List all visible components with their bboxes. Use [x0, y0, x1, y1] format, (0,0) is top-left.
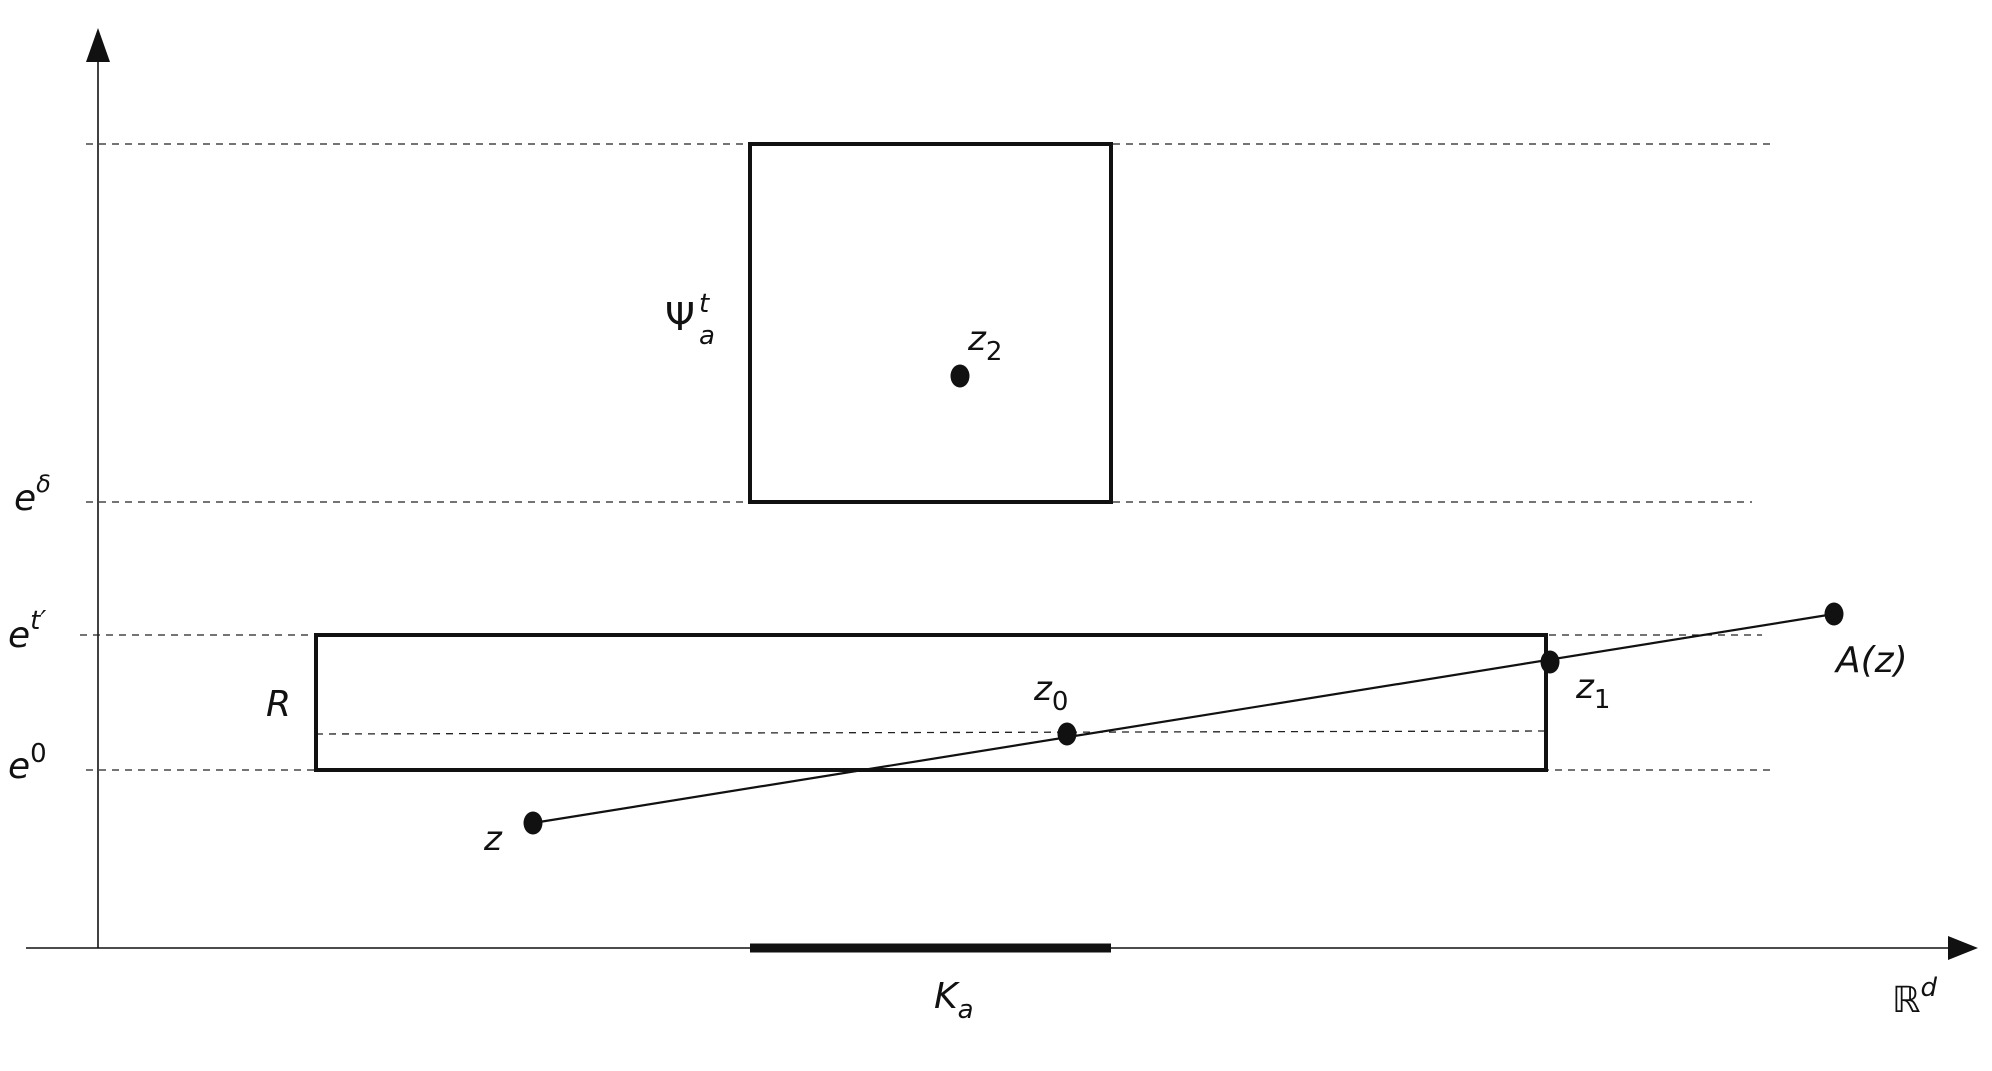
- label-z: z: [483, 819, 503, 859]
- y-axis-arrowhead: [86, 28, 110, 62]
- label-z0: z0: [1033, 669, 1068, 717]
- box-R: [314, 633, 1548, 772]
- dashed-line-inner-R: [315, 730, 1547, 735]
- x-axis-arrowhead: [1948, 936, 1978, 960]
- label-e-tprime: et′: [8, 606, 46, 656]
- point-z0: [1057, 722, 1077, 746]
- label-K-a: Ka: [934, 976, 974, 1025]
- point-z: [523, 811, 543, 835]
- axes: [26, 28, 1978, 960]
- label-z1: z1: [1575, 667, 1610, 715]
- label-e-delta: eδ: [14, 470, 51, 519]
- label-psi-sup: t: [699, 289, 710, 319]
- point-z2: [950, 364, 970, 388]
- label-R: R: [266, 684, 291, 725]
- label-psi: Ψ: [665, 295, 695, 339]
- label-Az: A(z): [1834, 640, 1908, 681]
- label-e-zero: e0: [8, 739, 47, 787]
- label-psi-sub: a: [699, 321, 715, 351]
- point-z1: [1540, 650, 1560, 674]
- points: [523, 364, 1844, 835]
- segment-z-to-Az: [532, 612, 1835, 825]
- label-z2: z2: [967, 319, 1002, 367]
- label-R-d: ℝd: [1892, 973, 1938, 1021]
- point-Az: [1824, 602, 1844, 626]
- box-psi: [748, 142, 1113, 504]
- level-lines: [80, 143, 1770, 771]
